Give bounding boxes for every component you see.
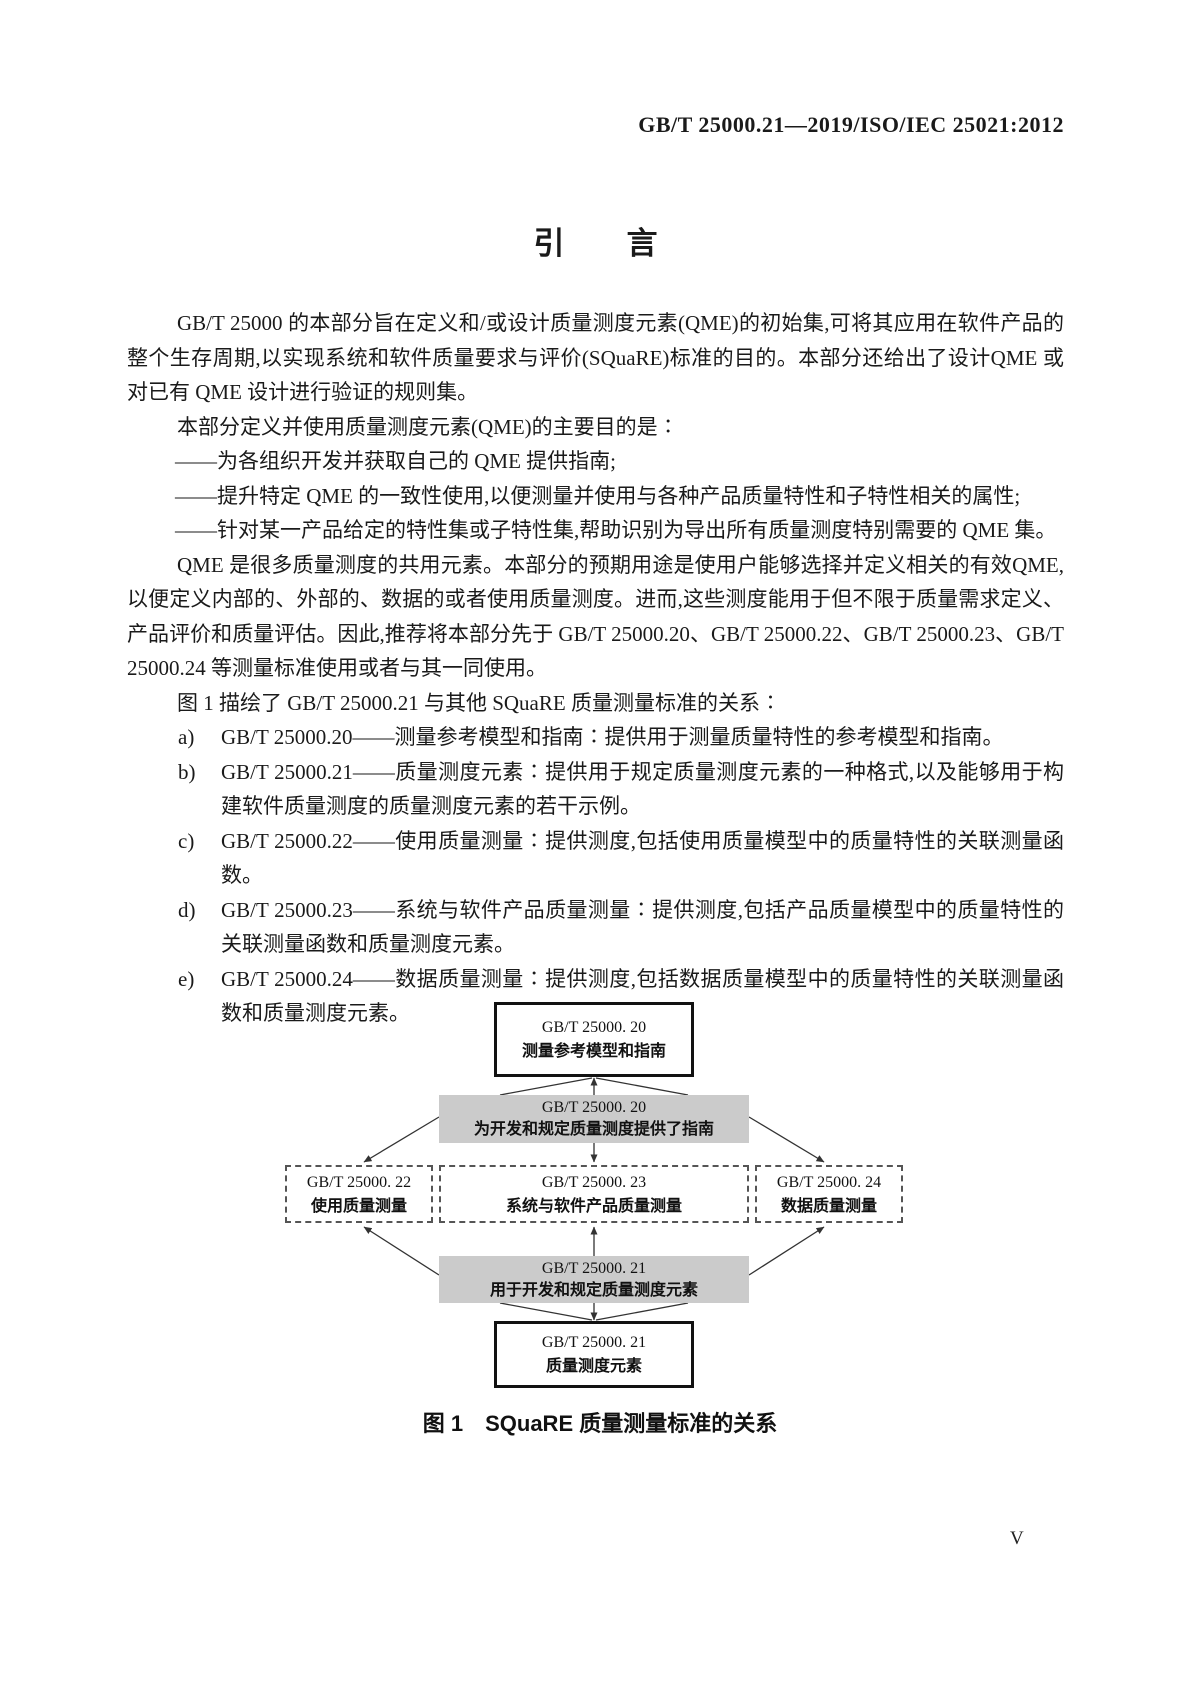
list-item-label: a) bbox=[178, 725, 195, 749]
list-item-label: b) bbox=[178, 759, 196, 784]
figure-caption: 图 1 SQuaRE 质量测量标准的关系 bbox=[422, 1411, 778, 1436]
diagram-box-25000-24-data-quality: GB/T 25000. 24 数据质量测量 bbox=[755, 1165, 903, 1223]
list-item-label: c) bbox=[178, 828, 195, 853]
figure-1-diagram: GB/T 25000. 20 测量参考模型和指南 GB/T 25000. 20 … bbox=[230, 990, 970, 1410]
box-label: 系统与软件产品质量测量 bbox=[505, 1197, 682, 1215]
box-label: 测量参考模型和指南 bbox=[521, 1043, 666, 1060]
lettered-list-item: a) GB/T 25000.20——测量参考模型和指南∶提供用于测量质量特性的参… bbox=[127, 720, 1064, 755]
lettered-list-item: b) GB/T 25000.21——质量测度元素∶提供用于规定质量测度元素的一种… bbox=[127, 755, 1064, 824]
box-standard-code: GB/T 25000. 24 bbox=[776, 1173, 882, 1191]
page-title: 引 言 bbox=[533, 226, 658, 261]
list-item-label: d) bbox=[178, 897, 196, 922]
box-standard-code: GB/T 25000. 23 bbox=[541, 1173, 647, 1191]
list-item-label: e) bbox=[178, 966, 195, 991]
box-label: 为开发和规定质量测度提供了指南 bbox=[473, 1121, 714, 1138]
diagram-box-25000-22-quality-in-use: GB/T 25000. 22 使用质量测量 bbox=[285, 1165, 433, 1223]
diagram-box-25000-21-develop-specify-qme: GB/T 25000. 21 用于开发和规定质量测度元素 bbox=[439, 1256, 749, 1303]
introduction-body: GB/T 25000 的本部分旨在定义和/或设计质量测度元素(QME)的初始集,… bbox=[127, 306, 1064, 1031]
box-label: 用于开发和规定质量测度元素 bbox=[489, 1281, 698, 1299]
diagram-connector-lines bbox=[363, 1077, 825, 1321]
box-standard-code: GB/T 25000. 21 bbox=[541, 1334, 647, 1351]
dash-list-item: ——为各组织开发并获取自己的 QME 提供指南; bbox=[175, 449, 616, 473]
box-standard-code: GB/T 25000. 20 bbox=[541, 1099, 647, 1116]
list-item-text: GB/T 25000.21——质量测度元素∶提供用于规定质量测度元素的一种格式,… bbox=[221, 759, 1064, 819]
diagram-box-25000-23-product-quality: GB/T 25000. 23 系统与软件产品质量测量 bbox=[439, 1165, 749, 1223]
page-number: V bbox=[1010, 1528, 1024, 1549]
diagram-box-25000-20-provides-guidance: GB/T 25000. 20 为开发和规定质量测度提供了指南 bbox=[439, 1095, 749, 1143]
box-standard-code: GB/T 25000. 21 bbox=[541, 1259, 647, 1277]
dash-list-item: ——针对某一产品给定的特性集或子特性集,帮助识别为导出所有质量测度特别需要的 Q… bbox=[175, 518, 1057, 542]
box-standard-code: GB/T 25000. 20 bbox=[541, 1019, 647, 1036]
paragraph: QME 是很多质量测度的共用元素。本部分的预期用途是使用户能够选择并定义相关的有… bbox=[127, 552, 1064, 681]
list-item-text: GB/T 25000.24——数据质量测量∶提供测度,包括数据质量模型中的质量特… bbox=[221, 966, 1064, 1026]
box-label: 质量测度元素 bbox=[545, 1358, 642, 1375]
diagram-box-25000-21-qme: GB/T 25000. 21 质量测度元素 bbox=[494, 1321, 694, 1388]
standard-number-header: GB/T 25000.21—2019/ISO/IEC 25021:2012 bbox=[638, 112, 1064, 137]
paragraph: 本部分定义并使用质量测度元素(QME)的主要目的是∶ bbox=[177, 414, 679, 439]
list-item-text: GB/T 25000.22——使用质量测量∶提供测度,包括使用质量模型中的质量特… bbox=[221, 828, 1064, 888]
paragraph: GB/T 25000 的本部分旨在定义和/或设计质量测度元素(QME)的初始集,… bbox=[127, 311, 1064, 404]
list-item-text: GB/T 25000.23——系统与软件产品质量测量∶提供测度,包括产品质量模型… bbox=[221, 897, 1064, 957]
lettered-list-item: e) GB/T 25000.24——数据质量测量∶提供测度,包括数据质量模型中的… bbox=[127, 962, 1064, 1031]
paragraph: 图 1 描绘了 GB/T 25000.21 与其他 SQuaRE 质量测量标准的… bbox=[177, 690, 781, 715]
box-label: 使用质量测量 bbox=[310, 1197, 407, 1215]
box-label: 数据质量测量 bbox=[780, 1197, 877, 1215]
dash-list-item: ——提升特定 QME 的一致性使用,以便测量并使用与各种产品质量特性和子特性相关… bbox=[175, 483, 1021, 508]
box-standard-code: GB/T 25000. 22 bbox=[306, 1173, 412, 1191]
lettered-list-item: d) GB/T 25000.23——系统与软件产品质量测量∶提供测度,包括产品质… bbox=[127, 893, 1064, 962]
diagram-box-25000-20-reference-model: GB/T 25000. 20 测量参考模型和指南 bbox=[494, 1002, 694, 1077]
lettered-list-item: c) GB/T 25000.22——使用质量测量∶提供测度,包括使用质量模型中的… bbox=[127, 824, 1064, 893]
list-item-text: GB/T 25000.20——测量参考模型和指南∶提供用于测量质量特性的参考模型… bbox=[221, 725, 1004, 749]
